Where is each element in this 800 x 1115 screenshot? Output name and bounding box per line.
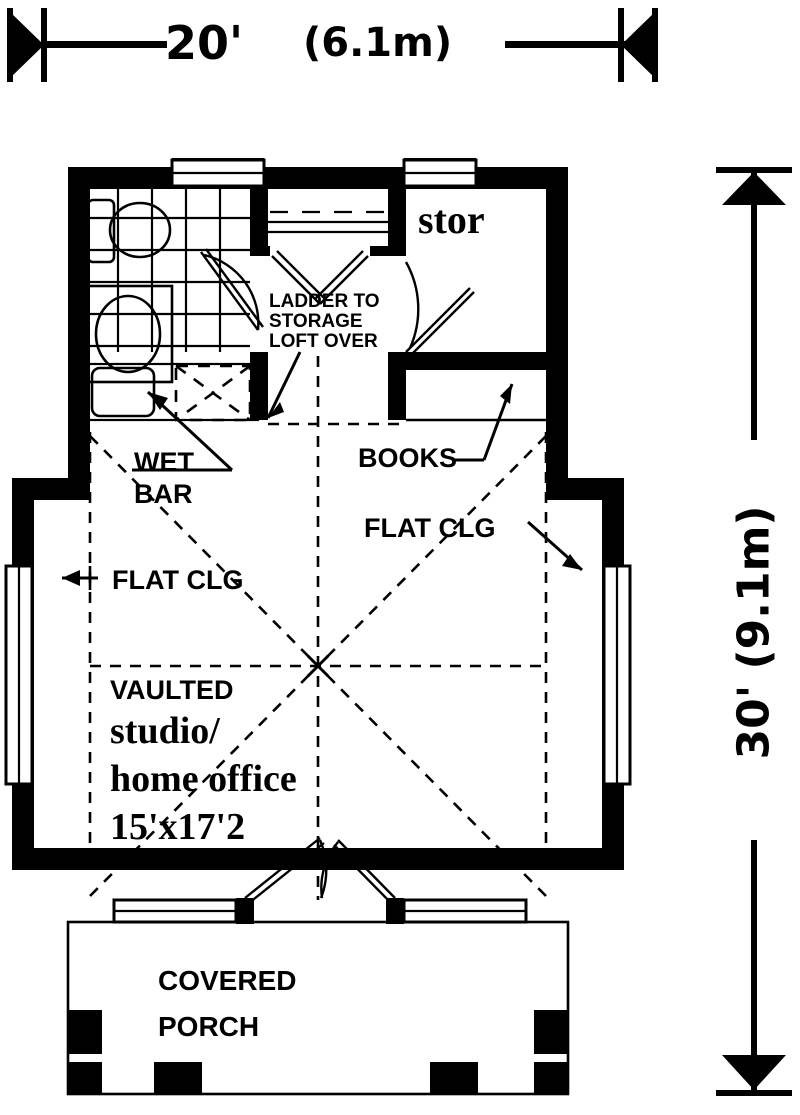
room-label-home-office: home office [110, 758, 297, 800]
porch-post [154, 1062, 202, 1094]
room-label-covered-porch-line2: PORCH [158, 1011, 260, 1042]
room-label-studio: studio/ [110, 710, 220, 752]
room-label-vaulted: VAULTED [110, 675, 234, 705]
bath-door [200, 248, 264, 331]
porch-post [534, 1010, 568, 1054]
toilet-fixture [86, 198, 172, 264]
vanity-sink-fixture [84, 284, 174, 384]
window-bottom-left [112, 898, 238, 924]
annotation-flat-clg-right: FLAT CLG [364, 513, 496, 543]
storage-door [404, 261, 475, 357]
annotation-books: BOOKS [358, 443, 458, 473]
top-dimension-meters: (6.1m) [303, 20, 453, 66]
bifold-closet-doors [268, 210, 388, 305]
annotation-ladder-line1: LADDER TO [269, 291, 380, 312]
window-left-side [4, 564, 34, 786]
leader-wet-bar [132, 390, 234, 472]
window-top-left [170, 158, 266, 188]
covered-porch-outline [66, 920, 570, 1096]
right-dimension-text: 30' (9.1m) [728, 505, 780, 760]
door-jamb-left [236, 898, 254, 924]
top-dimension-feet: 20' [165, 16, 244, 70]
leader-ladder [266, 351, 302, 419]
porch-post [68, 1062, 102, 1094]
right-dimension-line [716, 167, 792, 1096]
door-jamb-right [386, 898, 404, 924]
window-right-side [602, 564, 632, 786]
wet-bar [84, 362, 260, 422]
annotation-flat-clg-left: FLAT CLG [112, 565, 244, 595]
annotation-ladder-line2: STORAGE [269, 311, 363, 332]
annotation-wet-bar-line2: BAR [134, 479, 193, 509]
room-label-covered-porch-line1: COVERED [158, 965, 297, 996]
top-dimension-line [7, 8, 658, 82]
window-top-right [402, 158, 478, 188]
porch-post [430, 1062, 478, 1094]
leader-books [452, 383, 514, 462]
porch-post [68, 1010, 102, 1054]
window-bottom-right [402, 898, 528, 924]
annotation-wet-bar-line1: WET [134, 447, 194, 477]
ceiling-lines [88, 356, 548, 900]
porch-post [534, 1062, 568, 1094]
leader-flat-clg-right [527, 520, 583, 572]
annotation-ladder-line3: LOFT OVER [269, 331, 378, 352]
room-label-stor: stor [418, 197, 485, 242]
tile-floor [84, 189, 250, 352]
room-label-studio-size: 15'x17'2 [110, 806, 246, 848]
leader-flat-clg-left [62, 566, 98, 590]
french-doors [244, 837, 396, 904]
